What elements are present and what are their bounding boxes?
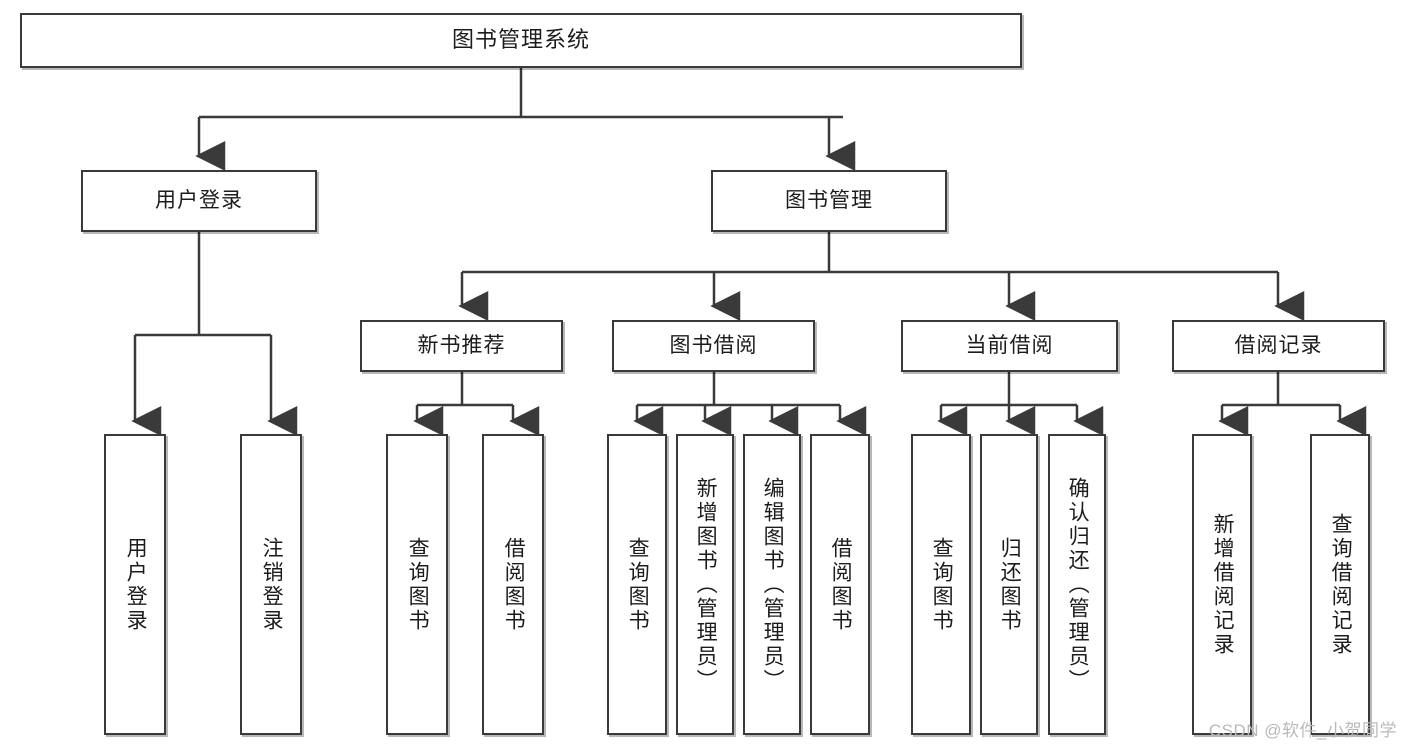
leaf-book-borrow-add[interactable]: 新增图书（管理员） xyxy=(676,434,734,735)
leaf-book-borrow-query[interactable]: 查询图书 xyxy=(607,434,667,735)
leaf-book-borrow-borrow[interactable]: 借阅图书 xyxy=(810,434,870,735)
leaf-borrow-record-query-label: 查询借阅记录 xyxy=(1329,512,1353,657)
leaf-current-borrow-return[interactable]: 归还图书 xyxy=(980,434,1038,735)
leaf-new-book-query-label: 查询图书 xyxy=(406,536,430,633)
leaf-book-borrow-query-label: 查询图书 xyxy=(626,536,650,633)
leaf-user-login-logout-label: 注销登录 xyxy=(260,536,284,633)
leaf-book-borrow-edit-label: 编辑图书（管理员） xyxy=(761,476,785,693)
node-current-borrow-label: 当前借阅 xyxy=(965,334,1054,358)
leaf-borrow-record-add-label: 新增借阅记录 xyxy=(1211,512,1235,657)
node-user-login[interactable]: 用户登录 xyxy=(81,170,317,232)
node-book-borrow[interactable]: 图书借阅 xyxy=(612,320,815,372)
leaf-new-book-query[interactable]: 查询图书 xyxy=(386,434,448,735)
leaf-borrow-record-query[interactable]: 查询借阅记录 xyxy=(1310,434,1370,735)
leaf-current-borrow-query[interactable]: 查询图书 xyxy=(911,434,971,735)
node-new-book-recommend[interactable]: 新书推荐 xyxy=(360,320,563,372)
leaf-current-borrow-confirm-return-label: 确认归还（管理员） xyxy=(1066,476,1090,693)
node-user-login-label: 用户登录 xyxy=(155,189,243,213)
leaf-borrow-record-add[interactable]: 新增借阅记录 xyxy=(1192,434,1252,735)
node-book-management[interactable]: 图书管理 xyxy=(711,170,947,232)
leaf-book-borrow-edit[interactable]: 编辑图书（管理员） xyxy=(743,434,801,735)
leaf-book-borrow-borrow-label: 借阅图书 xyxy=(829,536,853,633)
node-book-borrow-label: 图书借阅 xyxy=(669,334,758,358)
leaf-user-login-logout[interactable]: 注销登录 xyxy=(240,434,302,735)
leaf-current-borrow-return-label: 归还图书 xyxy=(998,536,1022,633)
node-borrow-record-label: 借阅记录 xyxy=(1234,334,1323,358)
csdn-watermark: CSDN @软件_小贺同学 xyxy=(1208,721,1397,740)
node-new-book-recommend-label: 新书推荐 xyxy=(417,334,506,358)
node-current-borrow[interactable]: 当前借阅 xyxy=(901,320,1118,372)
node-root-system-label: 图书管理系统 xyxy=(451,27,590,53)
node-borrow-record[interactable]: 借阅记录 xyxy=(1172,320,1385,372)
node-root-system[interactable]: 图书管理系统 xyxy=(20,13,1022,68)
leaf-user-login-login[interactable]: 用户登录 xyxy=(104,434,166,735)
leaf-book-borrow-add-label: 新增图书（管理员） xyxy=(694,476,718,693)
leaf-new-book-borrow[interactable]: 借阅图书 xyxy=(482,434,544,735)
leaf-new-book-borrow-label: 借阅图书 xyxy=(502,536,526,633)
leaf-user-login-login-label: 用户登录 xyxy=(124,536,148,633)
leaf-current-borrow-query-label: 查询图书 xyxy=(930,536,954,633)
node-book-management-label: 图书管理 xyxy=(785,189,873,213)
leaf-current-borrow-confirm-return[interactable]: 确认归还（管理员） xyxy=(1048,434,1106,735)
